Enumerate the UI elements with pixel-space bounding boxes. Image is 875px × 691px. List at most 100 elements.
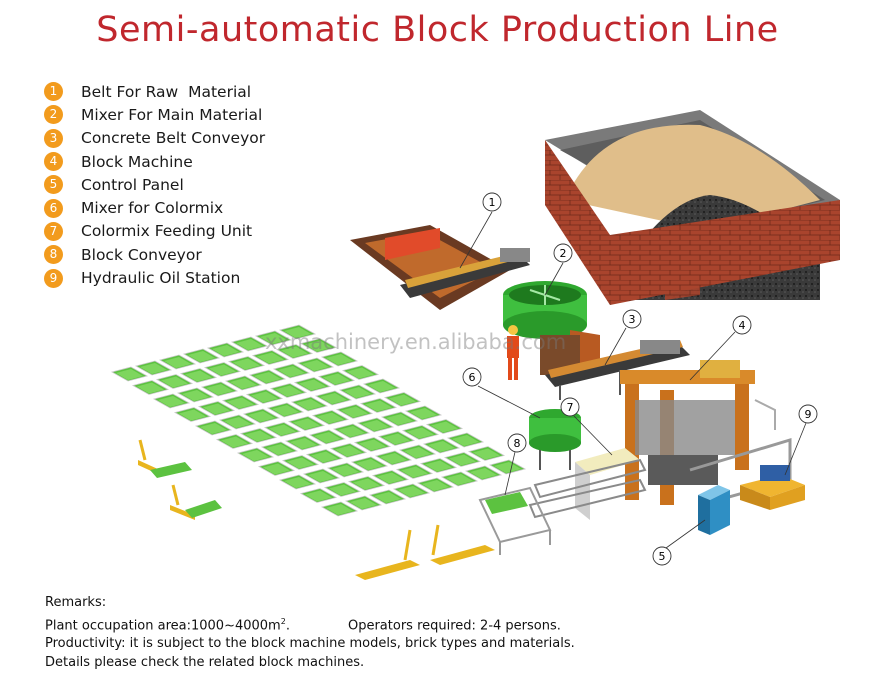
- legend-item: 7 Colormix Feeding Unit: [44, 220, 265, 243]
- block-pallet-bricks: [293, 418, 320, 430]
- block-pallet-bricks: [302, 360, 329, 371]
- block-pallet-bricks: [377, 472, 404, 484]
- block-pallet-bricks: [341, 406, 368, 418]
- legend-number-badge: 5: [44, 175, 63, 195]
- block-pallet-bricks: [473, 448, 500, 460]
- block-pallet-bricks: [314, 432, 341, 443]
- legend-number-badge: 3: [44, 128, 63, 148]
- block-pallet-bricks: [344, 387, 371, 398]
- main-material-mixer: [503, 281, 600, 375]
- callout-8: 8: [504, 433, 527, 496]
- block-pallet-bricks: [374, 492, 401, 503]
- block-pallet-bricks: [200, 423, 227, 434]
- block-pallet-bricks: [401, 466, 428, 478]
- page-title: Semi-automatic Block Production Line: [96, 10, 779, 50]
- callout-5: 5: [652, 519, 706, 566]
- block-pallet-bricks: [263, 463, 290, 475]
- legend-number-badge: 7: [44, 221, 63, 241]
- block-pallet-bricks: [251, 391, 278, 403]
- remarks-heading: Remarks:: [45, 595, 107, 610]
- block-pallet-bricks: [368, 381, 395, 392]
- block-pallet-bricks: [428, 441, 455, 452]
- block-pallet-bricks: [317, 412, 344, 424]
- block-pallet-bricks: [236, 339, 263, 350]
- block-pallet-bricks: [305, 490, 332, 502]
- block-pallet-bricks: [227, 397, 254, 409]
- block-pallet-bricks: [425, 460, 452, 472]
- block-pallet-bricks: [359, 439, 386, 451]
- legend-label: Concrete Belt Conveyor: [81, 129, 266, 148]
- area-superscript: 2: [280, 616, 286, 626]
- colormix-feeding-unit: [528, 448, 647, 520]
- block-pallet-bricks: [221, 436, 248, 448]
- callout-number: 8: [514, 437, 521, 450]
- legend-label: Mixer for Colormix: [81, 199, 224, 218]
- block-pallet-bricks: [137, 382, 164, 394]
- callout-6: 6: [462, 367, 541, 419]
- block-pallet-bricks: [362, 420, 389, 431]
- block-pallet-bricks: [347, 367, 374, 379]
- block-pallet-bricks: [281, 346, 308, 358]
- block-pallet-bricks: [452, 435, 479, 446]
- remarks-area-row: Plant occupation area:1000~4000m2.Operat…: [45, 613, 575, 636]
- raw-material-belt-machine: [350, 225, 530, 310]
- plant-area: Plant occupation area:1000~4000m: [45, 617, 281, 633]
- callout-3: 3: [604, 309, 642, 366]
- legend-number-badge: 2: [44, 105, 63, 125]
- block-pallet-field: [110, 324, 527, 517]
- block-pallet-bricks: [299, 379, 326, 391]
- block-pallet-bricks: [233, 358, 260, 370]
- block-pallet-bricks: [449, 454, 476, 466]
- callout-number: 9: [805, 408, 812, 421]
- block-pallet-bricks: [242, 450, 269, 461]
- block-pallet-bricks: [161, 376, 188, 388]
- block-pallet-bricks: [257, 352, 284, 364]
- raw-material-storage-bin: [545, 110, 840, 305]
- block-pallet-bricks: [185, 370, 212, 382]
- block-pallet-bricks: [329, 484, 356, 496]
- block-pallet-bricks: [284, 327, 311, 338]
- legend-label: Hydraulic Oil Station: [81, 269, 241, 288]
- callout-number: 6: [469, 371, 476, 384]
- legend-label: Block Conveyor: [81, 245, 202, 264]
- pallet-jack: [355, 529, 420, 580]
- block-pallet-bricks: [407, 427, 434, 439]
- block-pallet-bricks: [269, 424, 296, 436]
- callout-number: 5: [659, 550, 666, 563]
- block-pallet-bricks: [338, 426, 365, 437]
- block-pallet-bricks: [311, 451, 338, 463]
- block-pallet-bricks: [320, 393, 347, 404]
- remarks-productivity: Productivity: it is subject to the block…: [45, 636, 575, 652]
- block-pallet-bricks: [326, 504, 353, 515]
- block-pallet-bricks: [389, 394, 416, 406]
- operator-figure: [507, 325, 519, 380]
- pallet-jack: [430, 524, 495, 565]
- block-pallet-bricks: [326, 354, 353, 365]
- legend-number-badge: 9: [44, 268, 63, 288]
- block-pallet-bricks: [260, 333, 287, 344]
- block-pallet-bricks: [224, 417, 251, 428]
- callout-9: 9: [784, 404, 818, 476]
- callout-number: 2: [560, 247, 567, 260]
- block-pallet-bricks: [287, 457, 314, 469]
- operators-required: Operators required: 2-4 persons.: [347, 617, 561, 633]
- legend-label: Block Machine: [81, 152, 193, 171]
- block-pallet-bricks: [296, 399, 323, 410]
- block-pallet-bricks: [209, 364, 236, 376]
- block-pallet-bricks: [350, 498, 377, 509]
- block-pallet-bricks: [335, 445, 362, 457]
- pallet-jack: [138, 439, 192, 478]
- hydraulic-oil-station: [740, 465, 805, 510]
- callout-4: 4: [689, 315, 752, 381]
- callout-number: 3: [629, 313, 636, 326]
- block-pallet-bricks: [380, 453, 407, 464]
- legend-label: Colormix Feeding Unit: [81, 222, 253, 241]
- block-pallet-bricks: [188, 351, 215, 362]
- concrete-belt-conveyor: [545, 340, 690, 400]
- block-pallet-bricks: [245, 430, 272, 442]
